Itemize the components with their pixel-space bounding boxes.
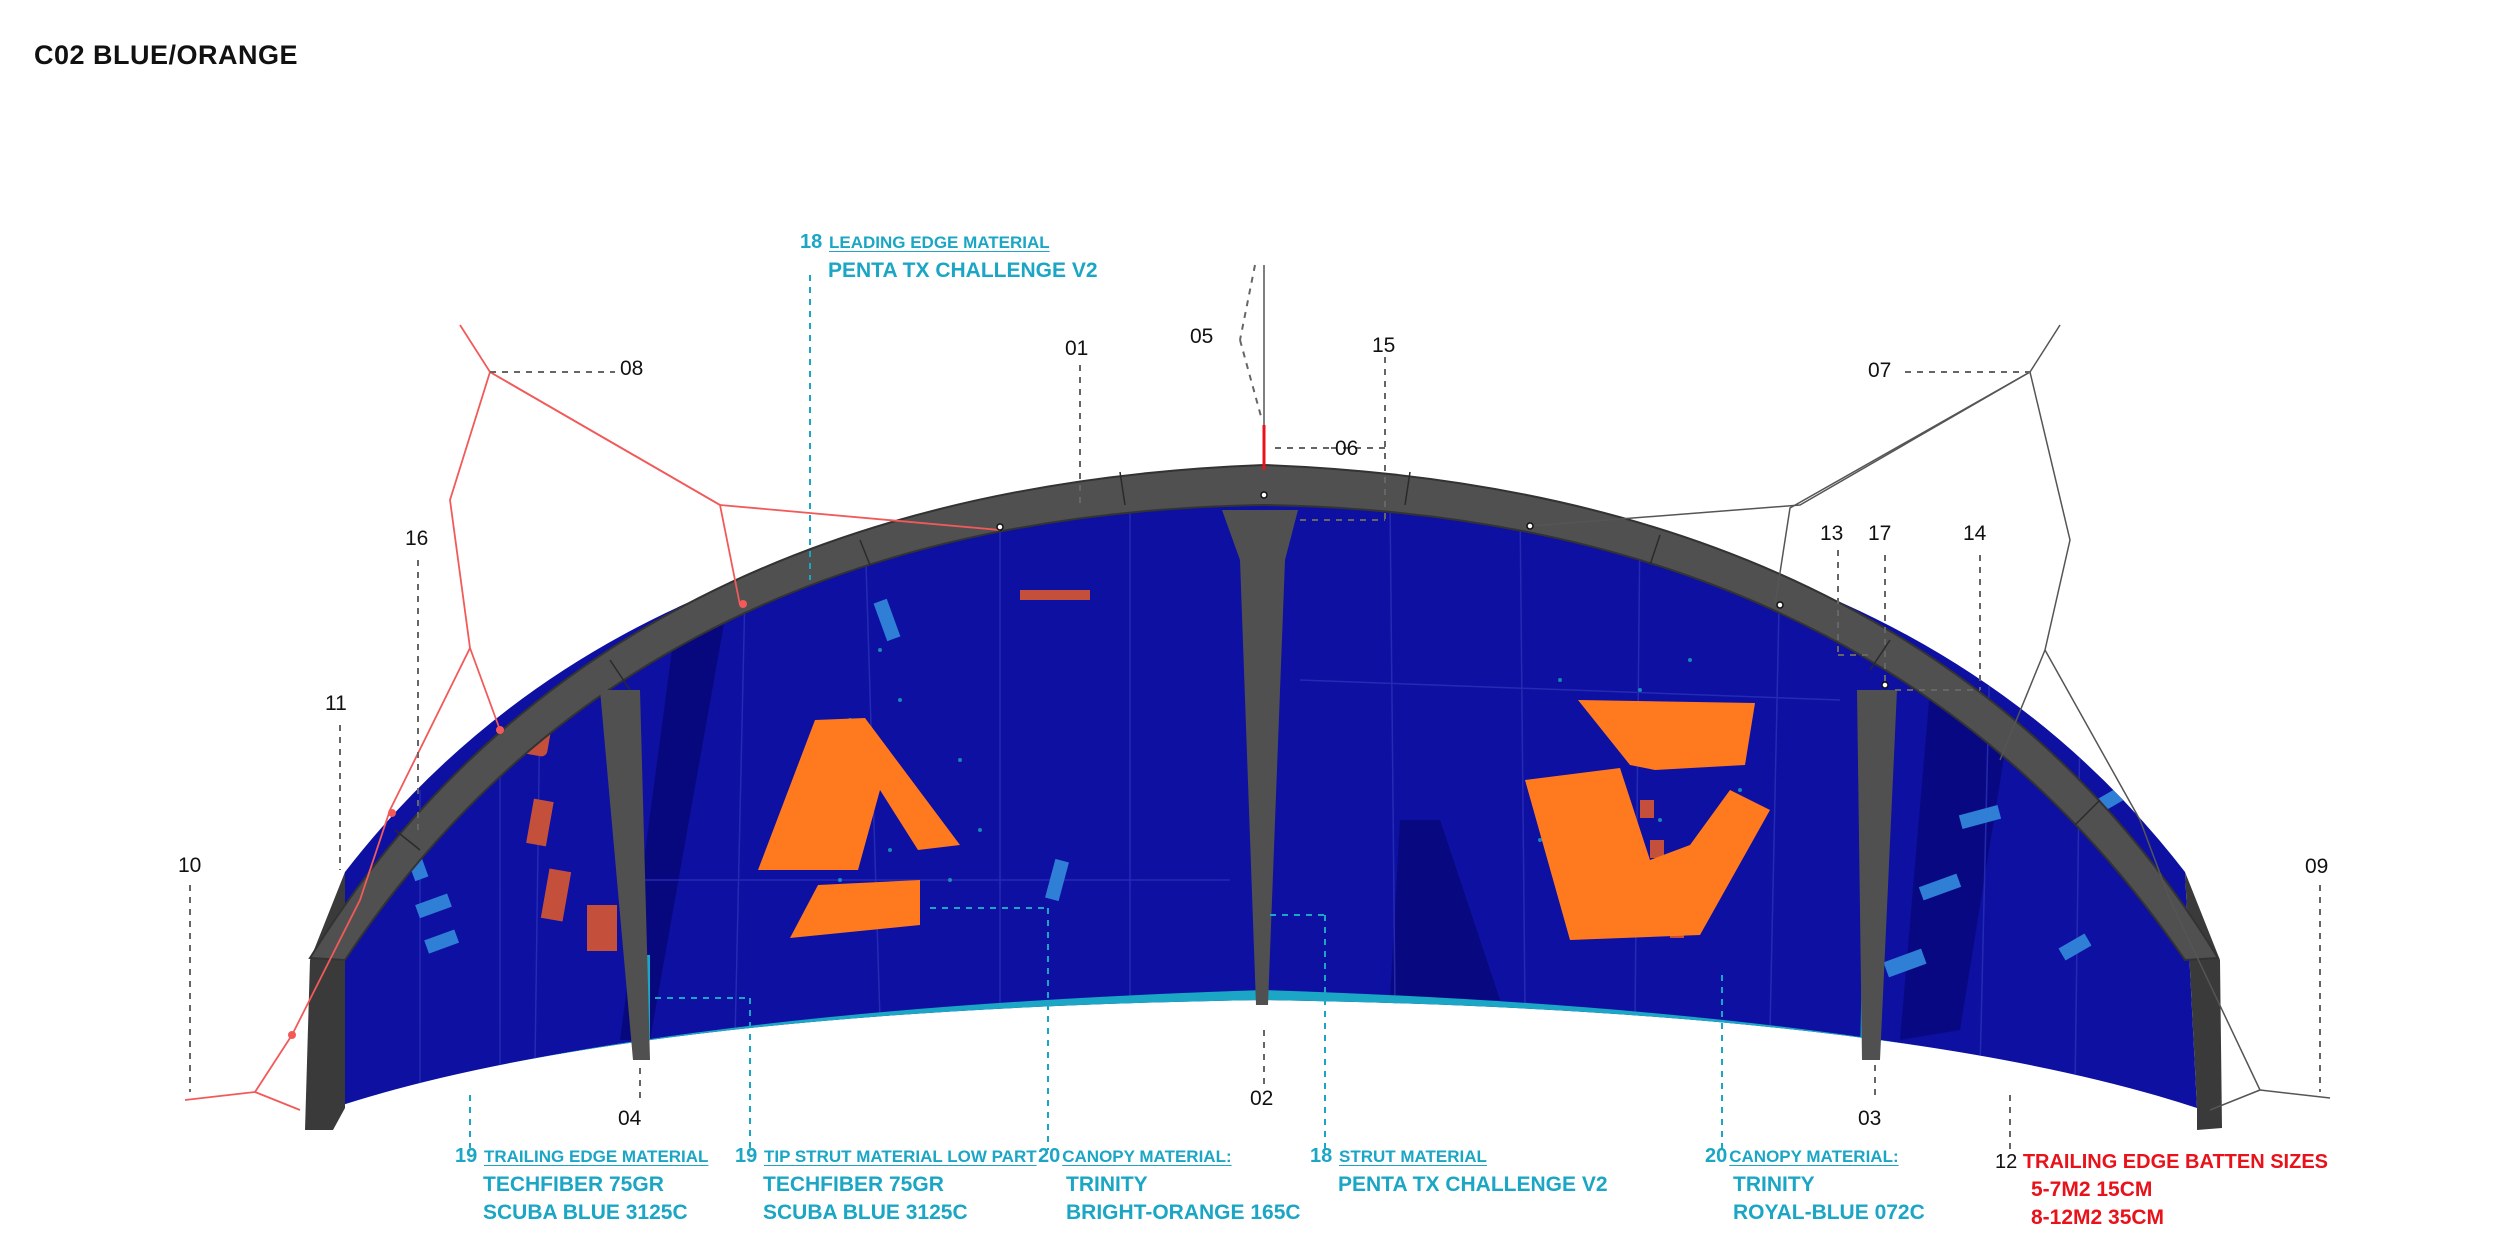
strut-left [600,690,650,1060]
callout-08: 08 [620,357,643,380]
callout-02: 02 [1250,1087,1273,1110]
panel-shade [620,590,730,1040]
strut-right [1857,690,1897,1060]
material-leader-lines [469,275,1723,1150]
spec-tip-strut: 19 TIP STRUT MATERIAL LOW PART TECHFIBER… [735,1145,1037,1224]
callout-15: 15 [1372,334,1395,357]
leader-lines [189,264,2321,1150]
callout-11: 11 [325,692,347,715]
callout-14: 14 [1963,522,1987,545]
callout-05: 05 [1190,325,1213,348]
callout-16: 16 [405,527,428,550]
callout-06: 06 [1335,437,1358,460]
callout-10: 10 [178,854,201,877]
spec-batten-sizes: 12 TRAILING EDGE BATTEN SIZES 5-7M2 15CM… [1995,1151,2329,1229]
callout-17: 17 [1868,522,1891,545]
page-title: C02 BLUE/ORANGE [34,40,299,70]
leading-edge-segments [394,471,2101,851]
left-wingtip [305,872,345,1130]
left-bridle [184,324,1001,1111]
attachment-points-red [288,600,747,1039]
callout-03: 03 [1858,1107,1881,1130]
callout-04: 04 [618,1107,642,1130]
panel-shade [1390,820,1500,1000]
right-bridle [1263,265,2331,1111]
callout-01: 01 [1065,337,1088,360]
spec-trailing-edge: 19 TRAILING EDGE MATERIAL TECHFIBER 75GR… [455,1145,709,1224]
callout-13: 13 [1820,522,1843,545]
callout-07: 07 [1868,359,1891,382]
spec-leading-edge: 18 LEADING EDGE MATERIAL PENTA TX CHALLE… [800,231,1098,282]
callout-09: 09 [2305,855,2328,878]
leading-edge [308,463,2220,962]
center-strut [1222,510,1298,1005]
orange-logo-shapes [758,700,1770,940]
panel-shade [1900,690,2010,1040]
attachment-points [996,491,1889,689]
spec-strut: 18 STRUT MATERIAL PENTA TX CHALLENGE V2 [1310,1145,1608,1196]
